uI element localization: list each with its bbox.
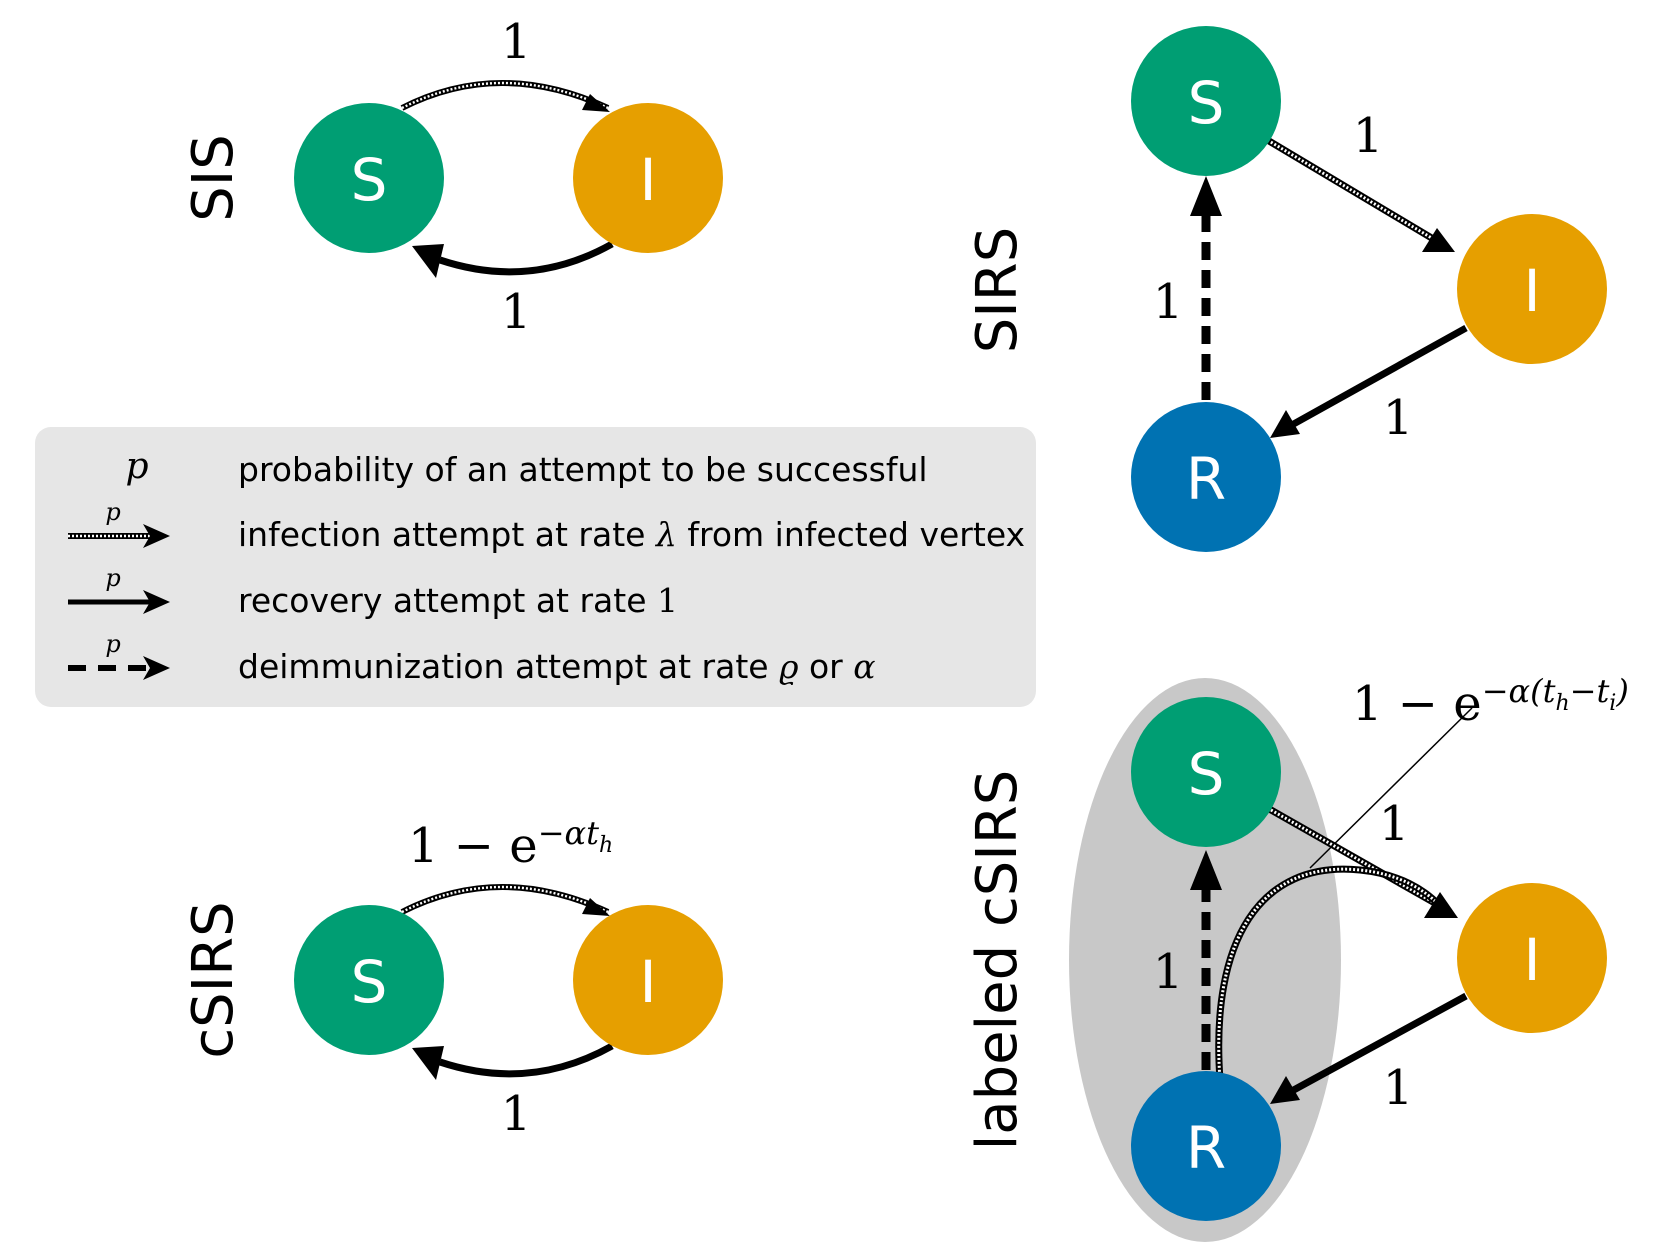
- sirs-model-label: SIRS: [965, 227, 1030, 354]
- annotation-exp-close: ): [1615, 672, 1628, 710]
- legend-deimmunization-p: p: [105, 630, 120, 658]
- labeled-node-r: [1131, 1071, 1281, 1221]
- legend-deimm-rho: ϱ: [779, 647, 799, 686]
- legend-row-infection: infection attempt at rate λ from infecte…: [238, 515, 1025, 554]
- labeled-infection-rate: 1: [1379, 796, 1410, 852]
- sis-infection-rate: 1: [501, 14, 532, 70]
- csirs-panel: cSIRS 1 − e−αth 1 S I: [181, 814, 723, 1142]
- labeled-node-r-label: R: [1186, 1114, 1226, 1182]
- legend-row-probability: probability of an attempt to be successf…: [238, 450, 928, 489]
- sirs-infection-arrow: [1262, 134, 1455, 252]
- labeled-infection-arrow-r: [1215, 865, 1443, 1081]
- legend-box: p probability of an attempt to be succes…: [35, 427, 1036, 707]
- legend-row-recovery: recovery attempt at rate 1: [238, 581, 678, 620]
- labeled-csirs-panel: labeled cSIRS 1 − e−α(th−ti) 1 1: [965, 672, 1629, 1242]
- legend-p-symbol: p: [125, 446, 148, 487]
- legend-infection-lambda: λ: [654, 515, 677, 554]
- csirs-infection-rate: 1 − e−αth: [408, 814, 613, 874]
- legend-deimm-text-before: deimmunization attempt at rate: [238, 647, 779, 686]
- annotation-leader-line: [1309, 707, 1473, 869]
- labeled-csirs-annotation: 1 − e−α(th−ti): [1352, 672, 1629, 732]
- labeled-node-s-label: S: [1188, 740, 1225, 808]
- labeled-recovery-arrow: [1270, 992, 1468, 1104]
- labeled-infection-arrow-s: [1262, 802, 1442, 910]
- csirs-recovery-rate: 1: [501, 1086, 532, 1142]
- legend-recovery-arrow: [68, 590, 170, 614]
- sirs-infection-rate: 1: [1353, 108, 1384, 164]
- labeled-node-i-label: I: [1523, 926, 1540, 994]
- legend-infection-text-after: from infected vertex: [677, 515, 1025, 554]
- legend-recovery-text-before: recovery attempt at rate: [238, 581, 657, 620]
- sis-node-s: [294, 103, 444, 253]
- sis-node-s-label: S: [351, 146, 388, 214]
- csirs-node-s-label: S: [351, 948, 388, 1016]
- legend-recovery-one: 1: [657, 581, 678, 620]
- sis-recovery-arrow: [412, 240, 614, 278]
- sirs-node-r: [1131, 402, 1281, 552]
- legend-deimm-or: or: [798, 647, 853, 686]
- sis-node-i-label: I: [639, 146, 656, 214]
- sis-infection-arrow: [400, 80, 610, 112]
- legend-deimmunization-arrow: [68, 656, 170, 680]
- sirs-node-r-label: R: [1186, 445, 1226, 513]
- sirs-deimmunization-arrow: [1190, 176, 1222, 400]
- labeled-infection-arrowhead: [1424, 892, 1458, 918]
- sirs-deimmunization-rate: 1: [1153, 274, 1184, 330]
- sirs-recovery-arrow: [1270, 324, 1468, 438]
- sis-panel: SIS 1 1 S I: [181, 14, 723, 340]
- labeled-node-i: [1457, 883, 1607, 1033]
- annotation-base: 1 − e: [1352, 676, 1482, 732]
- csirs-model-label: cSIRS: [181, 901, 246, 1058]
- csirs-rate-exp: −αt: [538, 814, 599, 852]
- sis-recovery-rate: 1: [501, 284, 532, 340]
- annotation-exp-i: i: [1609, 691, 1616, 716]
- legend-infection-arrow: [68, 524, 170, 548]
- legend-row-deimmunization: deimmunization attempt at rate ϱ or α: [238, 647, 876, 686]
- legend-deimm-alpha: α: [853, 647, 875, 686]
- sirs-node-i-label: I: [1523, 257, 1540, 325]
- labeled-csirs-model-label: labeled cSIRS: [965, 770, 1030, 1151]
- annotation-exp-mid: −t: [1570, 672, 1610, 710]
- sirs-node-i: [1457, 214, 1607, 364]
- csirs-rate-exp-sub: h: [599, 833, 613, 858]
- csirs-node-i-label: I: [639, 948, 656, 1016]
- legend-infection-text-before: infection attempt at rate: [238, 515, 656, 554]
- csirs-recovery-arrow: [412, 1042, 614, 1080]
- sirs-node-s-label: S: [1188, 69, 1225, 137]
- csirs-rate-base: 1 − e: [408, 818, 538, 874]
- legend-recovery-p: p: [105, 564, 120, 592]
- annotation-exp-a: −α(t: [1482, 672, 1556, 710]
- sis-node-i: [573, 103, 723, 253]
- csirs-infection-arrow: [400, 884, 610, 916]
- sirs-recovery-rate: 1: [1383, 390, 1414, 446]
- csirs-node-i: [573, 905, 723, 1055]
- annotation-exp-h: h: [1555, 691, 1569, 716]
- labeled-recovery-rate: 1: [1383, 1060, 1414, 1116]
- labeled-deimmunization-arrow: [1190, 850, 1222, 1070]
- sirs-node-s: [1131, 26, 1281, 176]
- sirs-panel: SIRS 1 1 1 S I R: [965, 26, 1607, 552]
- labeled-node-s: [1131, 697, 1281, 847]
- sis-model-label: SIS: [181, 134, 246, 222]
- legend-background: [35, 427, 1036, 707]
- legend-infection-p: p: [105, 498, 120, 526]
- csirs-node-s: [294, 905, 444, 1055]
- labeled-deimmunization-rate: 1: [1153, 944, 1184, 1000]
